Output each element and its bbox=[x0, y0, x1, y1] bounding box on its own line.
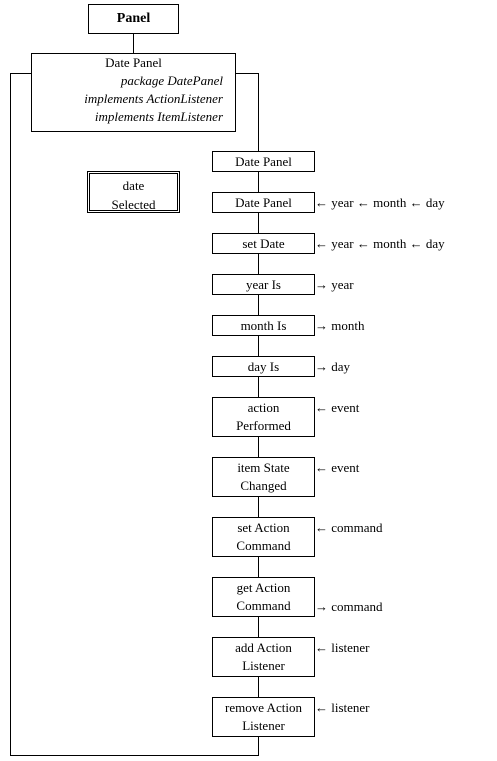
method-params: ← year ← month ← day bbox=[315, 195, 445, 210]
frame-left-top bbox=[10, 73, 32, 74]
method-label-2: Changed bbox=[240, 478, 287, 493]
method-params: → command bbox=[315, 599, 383, 614]
method-params: ← command bbox=[315, 520, 383, 535]
method-label-1: action bbox=[247, 400, 280, 415]
method-get-action-command: get Action Command bbox=[212, 577, 315, 617]
method-day-is: day Is bbox=[212, 356, 315, 377]
method-date-panel-params: Date Panel bbox=[212, 192, 315, 213]
method-params: ← event bbox=[315, 400, 360, 415]
method-action-performed: action Performed bbox=[212, 397, 315, 437]
method-label: set Date bbox=[242, 236, 285, 251]
field-line-2: Selected bbox=[111, 197, 156, 212]
method-params: → day bbox=[315, 359, 351, 374]
method-item-state-changed: item State Changed bbox=[212, 457, 315, 497]
frame-left-vertical bbox=[10, 73, 11, 756]
class-name: Date Panel bbox=[105, 55, 162, 70]
method-remove-action-listener: remove Action Listener bbox=[212, 697, 315, 737]
method-label-1: set Action bbox=[237, 520, 290, 535]
method-params: → year bbox=[315, 277, 354, 292]
method-label-1: item State bbox=[237, 460, 290, 475]
class-implements-action: implements ActionListener bbox=[84, 91, 223, 106]
method-label-2: Listener bbox=[242, 658, 285, 673]
method-label-2: Listener bbox=[242, 718, 285, 733]
method-label-1: add Action bbox=[235, 640, 292, 655]
class-box: Date Panel package DatePanel implements … bbox=[31, 53, 236, 132]
method-label-1: get Action bbox=[236, 580, 291, 595]
field-date-selected: date Selected bbox=[87, 171, 180, 213]
class-implements-item: implements ItemListener bbox=[94, 109, 223, 124]
method-label: Date Panel bbox=[235, 195, 292, 210]
method-label-1: remove Action bbox=[225, 700, 302, 715]
frame-right-top bbox=[235, 73, 259, 74]
method-set-action-command: set Action Command bbox=[212, 517, 315, 557]
class-package: package DatePanel bbox=[120, 73, 223, 88]
method-label-2: Performed bbox=[236, 418, 291, 433]
method-year-is: year Is bbox=[212, 274, 315, 295]
method-label: day Is bbox=[247, 359, 280, 374]
method-label: month Is bbox=[240, 318, 287, 333]
method-params: ← listener bbox=[315, 640, 370, 655]
method-params: → month bbox=[315, 318, 365, 333]
connector-title-to-class bbox=[133, 33, 134, 54]
frame-bottom bbox=[10, 755, 259, 756]
method-month-is: month Is bbox=[212, 315, 315, 336]
method-add-action-listener: add Action Listener bbox=[212, 637, 315, 677]
method-params: ← listener bbox=[315, 700, 370, 715]
method-set-date: set Date bbox=[212, 233, 315, 254]
method-date-panel: Date Panel bbox=[212, 151, 315, 172]
method-label: year Is bbox=[245, 277, 281, 292]
page-title: Panel bbox=[88, 4, 179, 34]
method-params: ← year ← month ← day bbox=[315, 236, 445, 251]
method-label: Date Panel bbox=[235, 154, 292, 169]
method-label-2: Command bbox=[236, 538, 291, 553]
method-label-2: Command bbox=[236, 598, 291, 613]
method-params: ← event bbox=[315, 460, 360, 475]
field-line-1: date bbox=[122, 178, 145, 193]
